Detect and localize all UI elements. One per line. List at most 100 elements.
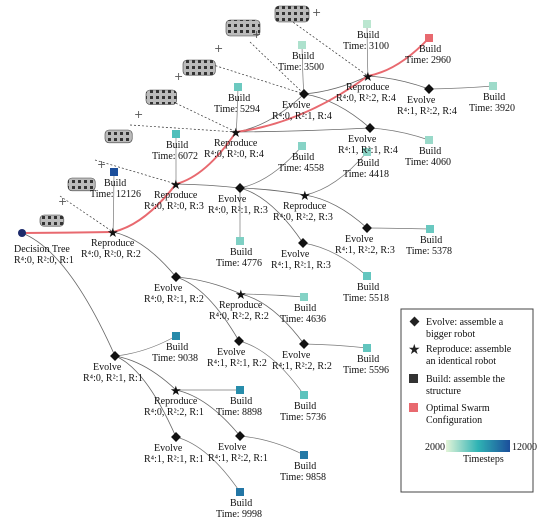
- build-label: Build: [292, 152, 314, 163]
- build-label: Build: [357, 30, 379, 41]
- evolve-node: [235, 183, 245, 193]
- build-time: Time: 3100: [343, 41, 389, 52]
- legend-reproduce-2: an identical robot: [426, 356, 496, 367]
- evolve-node: [110, 351, 120, 361]
- reproduce-node: ★: [299, 189, 311, 204]
- optimal-path-edge: [21, 231, 114, 234]
- node-action: Reproduce: [214, 138, 258, 149]
- evolve-node: [234, 336, 244, 346]
- plus-icon: +: [214, 42, 223, 55]
- node-action: Reproduce: [154, 190, 198, 201]
- tree-edge: [114, 355, 177, 438]
- tree-edge: [175, 276, 242, 295]
- plus-icon: +: [134, 108, 143, 121]
- evolve-node: [424, 84, 434, 94]
- robot-image: [182, 59, 216, 76]
- build-time: Time: 4558: [278, 163, 324, 174]
- build-time: Time: 5518: [343, 293, 389, 304]
- build-edge: [366, 227, 431, 230]
- build-edge: [175, 436, 241, 493]
- build-label: Build: [294, 401, 316, 412]
- legend-star-icon: ★: [408, 342, 421, 358]
- build-label: Build: [166, 342, 188, 353]
- build-node: [426, 225, 434, 233]
- legend-optimal: Optimal Swarm: [426, 403, 490, 414]
- build-node: [300, 451, 308, 459]
- node-state: R⁴:0, R²:1, R:3: [208, 205, 268, 216]
- node-state: R⁴:1, R²:2, R:1: [208, 453, 268, 464]
- build-time: Time: 5294: [214, 104, 260, 115]
- node-state: R⁴:1, R²:1, R:4: [338, 145, 398, 156]
- robot-image: [104, 129, 133, 144]
- legend-evolve-2: bigger robot: [426, 329, 475, 340]
- tree-edge: [175, 183, 241, 189]
- node-state: R⁴:0, R²:2, R:1: [144, 407, 204, 418]
- plus-icon: +: [312, 6, 321, 19]
- evolve-node: [298, 238, 308, 248]
- node-state: R⁴:1, R²:2, R:3: [335, 245, 395, 256]
- build-node: [110, 168, 118, 176]
- node-state: R⁴:0, R²:0, R:3: [144, 201, 204, 212]
- plus-icon: +: [58, 195, 67, 208]
- build-time: Time: 9858: [280, 472, 326, 483]
- build-node: [363, 272, 371, 280]
- build-node: [363, 148, 371, 156]
- build-edge: [304, 151, 368, 196]
- build-label: Build: [292, 51, 314, 62]
- robot-leader: [59, 195, 114, 233]
- build-time: Time: 2960: [405, 55, 451, 66]
- root-state: R⁴:0, R²:0, R:1: [14, 255, 74, 266]
- build-time: Time: 4776: [216, 258, 262, 269]
- colorbar-label: Timesteps: [463, 454, 504, 465]
- node-action: Evolve: [281, 249, 310, 260]
- build-time: Time: 4060: [405, 157, 451, 168]
- node-state: R⁴:0, R²:1, R:2: [144, 294, 204, 305]
- build-time: Time: 12126: [90, 189, 141, 200]
- build-edge: [428, 85, 494, 90]
- build-time: Time: 9998: [216, 509, 262, 520]
- evolve-node: [299, 339, 309, 349]
- tree-edge: [240, 293, 305, 345]
- node-action: Reproduce: [346, 82, 390, 93]
- node-state: R⁴:1, R²:1, R:1: [144, 454, 204, 465]
- build-label: Build: [104, 178, 126, 189]
- tree-edge: [239, 187, 304, 244]
- reproduce-node: ★: [235, 288, 247, 303]
- legend-build: Build: assemble the: [426, 374, 505, 385]
- node-state: R⁴:0, R²:2, R:4: [336, 93, 396, 104]
- reproduce-node: ★: [107, 226, 119, 241]
- build-node: [236, 488, 244, 496]
- node-state: R⁴:0, R²:0, R:4: [204, 149, 264, 160]
- legend-optimal-2: Configuration: [426, 415, 482, 426]
- build-label: Build: [419, 146, 441, 157]
- node-state: R⁴:0, R²:2, R:3: [273, 212, 333, 223]
- robot-image: [225, 19, 261, 37]
- evolve-node: [235, 431, 245, 441]
- build-node: [300, 293, 308, 301]
- tree-edge: [304, 194, 368, 229]
- legend: Evolve: assemble a bigger robot ★ Reprod…: [400, 308, 537, 493]
- evolve-node: [362, 223, 372, 233]
- robot-leader: [249, 41, 305, 95]
- legend-reproduce: Reproduce: assemble: [426, 344, 512, 355]
- build-time: Time: 8898: [216, 407, 262, 418]
- build-time: Time: 5596: [343, 365, 389, 376]
- tree-edge: [235, 127, 371, 133]
- tree-edge: [303, 93, 371, 129]
- node-state: R⁴:0, R²:1, R:1: [83, 373, 143, 384]
- node-action: Evolve: [348, 134, 377, 145]
- node-action: Evolve: [218, 194, 247, 205]
- reproduce-node: ★: [170, 384, 182, 399]
- node-action: Evolve: [217, 347, 246, 358]
- node-action: Evolve: [154, 443, 183, 454]
- tree-edge: [114, 355, 177, 391]
- build-node: [363, 344, 371, 352]
- build-label: Build: [228, 93, 250, 104]
- build-time: Time: 5736: [280, 412, 326, 423]
- build-edge: [239, 145, 303, 189]
- build-node: [489, 82, 497, 90]
- build-edge: [240, 293, 305, 298]
- build-label: Build: [230, 247, 252, 258]
- build-label: Build: [294, 303, 316, 314]
- build-time: Time: 4418: [343, 169, 389, 180]
